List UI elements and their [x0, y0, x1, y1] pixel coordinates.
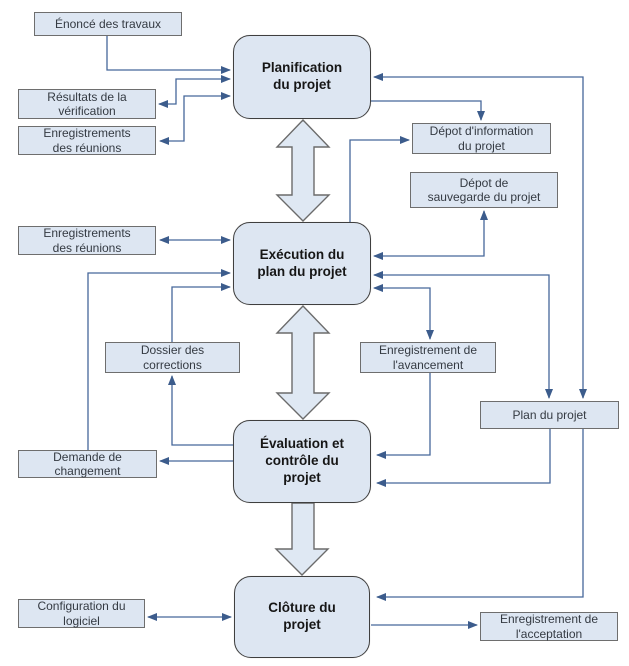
artifact-enreg-avancement: Enregistrement de l'avancement: [360, 342, 496, 373]
artifact-dossier-corrections: Dossier des corrections: [105, 342, 240, 373]
process-label: Planification du projet: [261, 60, 343, 92]
arrow-execution-plan-du-projet: [373, 271, 553, 399]
artifact-enreg-acceptation: Enregistrement de l'acceptation: [480, 612, 618, 641]
arrow-planification-to-depot-information: [371, 100, 485, 121]
process-label: Exécution du plan du projet: [257, 246, 347, 279]
artifact-enreg-reunions-1: Enregistrements des réunions: [18, 126, 156, 155]
arrow-demande-changement-to-execution: [87, 269, 231, 450]
artifact-label: Résultats de la vérification: [47, 89, 127, 118]
arrow-plan-du-projet-to-cloture: [376, 429, 584, 601]
arrow-execution-depot-sauvegarde: [373, 210, 488, 260]
artifact-label: Enregistrements des réunions: [43, 126, 131, 155]
artifact-label: Demande de changement: [53, 449, 122, 478]
artifact-label: Plan du projet: [512, 407, 587, 422]
arrow-execution-to-depot-information: [349, 136, 410, 222]
block-arrow-execution-evaluation: [275, 304, 331, 420]
process-label: Clôture du projet: [268, 600, 336, 632]
process-evaluation: Évaluation et contrôle du projet: [233, 420, 371, 503]
process-planification: Planification du projet: [233, 35, 371, 119]
artifact-label: Dossier des corrections: [140, 343, 205, 372]
arrow-execution-enreg-avancement: [373, 284, 434, 340]
artifact-plan-du-projet: Plan du projet: [480, 401, 619, 429]
arrow-planification-resultats-verification: [158, 75, 231, 108]
block-arrow-planification-execution: [275, 118, 331, 222]
arrow-enonce-to-planification: [106, 36, 231, 74]
artifact-label: Dépot de sauvegarde du projet: [427, 175, 541, 204]
arrow-dossier-corrections-to-execution: [171, 283, 231, 342]
process-cloture: Clôture du projet: [234, 576, 370, 658]
artifact-label: Énoncé des travaux: [54, 16, 162, 31]
artifact-depot-information: Dépot d'information du projet: [412, 123, 551, 154]
artifact-label: Enregistrement de l'avancement: [378, 343, 478, 372]
process-execution: Exécution du plan du projet: [233, 222, 371, 305]
arrow-planification-enreg-reunions-1: [159, 92, 231, 145]
arrow-evaluation-to-dossier-corrections: [168, 375, 233, 446]
artifact-label: Enregistrements des réunions: [43, 226, 131, 255]
artifact-demande-changement: Demande de changement: [18, 450, 157, 478]
artifact-label: Configuration du logiciel: [37, 599, 126, 628]
arrow-enreg-avancement-to-evaluation: [376, 373, 431, 459]
artifact-configuration-logiciel: Configuration du logiciel: [18, 599, 145, 628]
artifact-enonce-travaux: Énoncé des travaux: [34, 12, 182, 36]
block-arrow-evaluation-to-cloture: [274, 502, 330, 576]
artifact-label: Dépot d'information du projet: [429, 124, 534, 153]
artifact-label: Enregistrement de l'acceptation: [499, 612, 599, 641]
arrow-planification-plan-du-projet: [373, 73, 587, 399]
artifact-depot-sauvegarde: Dépot de sauvegarde du projet: [410, 172, 558, 208]
artifact-enreg-reunions-2: Enregistrements des réunions: [18, 226, 156, 255]
process-label: Évaluation et contrôle du projet: [259, 436, 345, 485]
arrow-plan-du-projet-to-evaluation: [376, 429, 551, 487]
artifact-resultats-verification: Résultats de la vérification: [18, 89, 156, 119]
